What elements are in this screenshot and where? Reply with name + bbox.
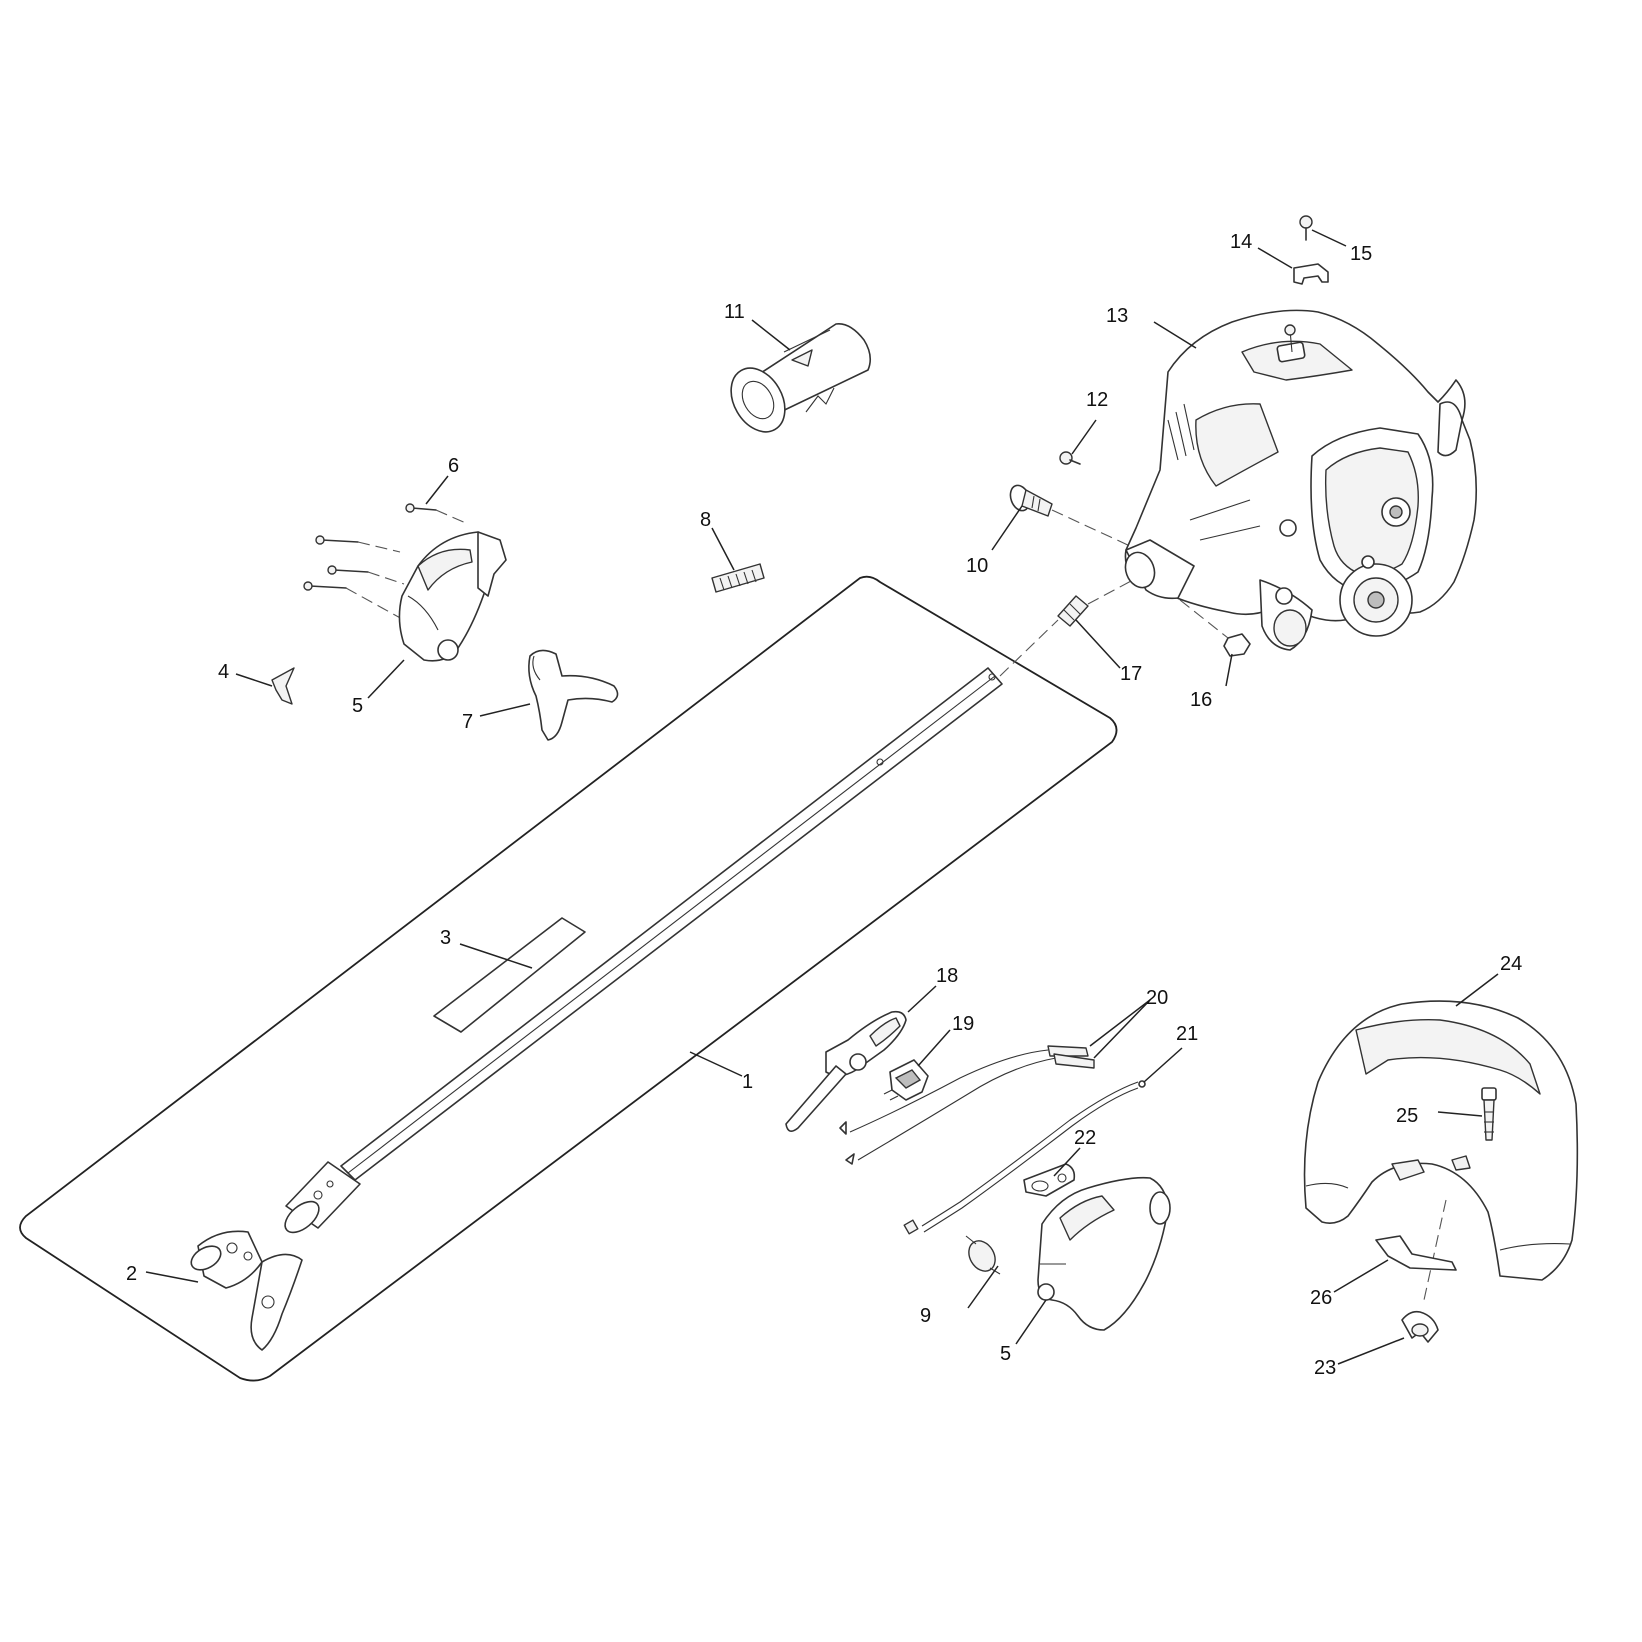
- callout-25: 25: [1396, 1105, 1418, 1127]
- callouts: 1 2 3 4 5 5 6 7 8 9 10 11 12 13 14 15 16…: [126, 231, 1522, 1379]
- label-decal: [433, 917, 586, 1033]
- callout-9: 9: [920, 1305, 931, 1327]
- screws: [303, 503, 469, 621]
- callout-18: 18: [936, 965, 958, 987]
- callout-20: 20: [1146, 987, 1168, 1009]
- callout-1: 1: [742, 1071, 753, 1093]
- spring-8: [711, 563, 765, 593]
- nut-16: [1179, 599, 1251, 657]
- callout-19: 19: [952, 1013, 974, 1035]
- callout-3: 3: [440, 927, 451, 949]
- wing-nut: [1401, 1310, 1439, 1343]
- callout-10: 10: [966, 555, 988, 577]
- callout-21: 21: [1176, 1023, 1198, 1045]
- callout-24: 24: [1500, 953, 1522, 975]
- callout-5-lower: 5: [1000, 1343, 1011, 1365]
- wire-harness: [839, 1045, 1095, 1165]
- callout-12: 12: [1086, 389, 1108, 411]
- callout-5-upper: 5: [352, 695, 363, 717]
- engine-assembly: [1124, 309, 1478, 651]
- bolt-25: [1423, 1087, 1497, 1301]
- rating-plate: [1023, 1163, 1076, 1197]
- spring-17: [999, 571, 1149, 677]
- shaft-tube: [284, 667, 1003, 1234]
- callout-23: 23: [1314, 1357, 1336, 1379]
- handle-housing-upper: [398, 531, 507, 662]
- throttle-cable: [903, 1080, 1146, 1235]
- callout-7: 7: [462, 711, 473, 733]
- stop-switch: [883, 1059, 929, 1101]
- callout-4: 4: [218, 661, 229, 683]
- spring-clip: [271, 667, 295, 705]
- shaft-assembly-outline: [19, 575, 1118, 1382]
- callout-17: 17: [1120, 663, 1142, 685]
- callout-13: 13: [1106, 305, 1128, 327]
- callout-16: 16: [1190, 689, 1212, 711]
- leader-lines: [145, 229, 1499, 1365]
- callout-6: 6: [448, 455, 459, 477]
- shaft-sleeve: [730, 323, 872, 433]
- bolt-10: [1009, 484, 1131, 547]
- torsion-spring: [965, 1235, 1001, 1275]
- callout-11: 11: [724, 301, 745, 323]
- callout-2: 2: [126, 1263, 137, 1285]
- callout-22: 22: [1074, 1127, 1096, 1149]
- bracket-14: [1293, 263, 1329, 285]
- callout-14: 14: [1230, 231, 1252, 253]
- callout-8: 8: [700, 509, 711, 531]
- throttle-trigger: [528, 649, 619, 741]
- screw-12: [1059, 451, 1081, 465]
- bracket-26: [1375, 1235, 1457, 1271]
- throttle-lever: [785, 1010, 907, 1132]
- handle-housing-lower: [1037, 1176, 1171, 1331]
- callout-15: 15: [1350, 243, 1372, 265]
- clamp-with-knob: [190, 1230, 303, 1351]
- handle-guard: [1303, 1000, 1579, 1281]
- screw-15: [1299, 215, 1313, 241]
- callout-26: 26: [1310, 1287, 1332, 1309]
